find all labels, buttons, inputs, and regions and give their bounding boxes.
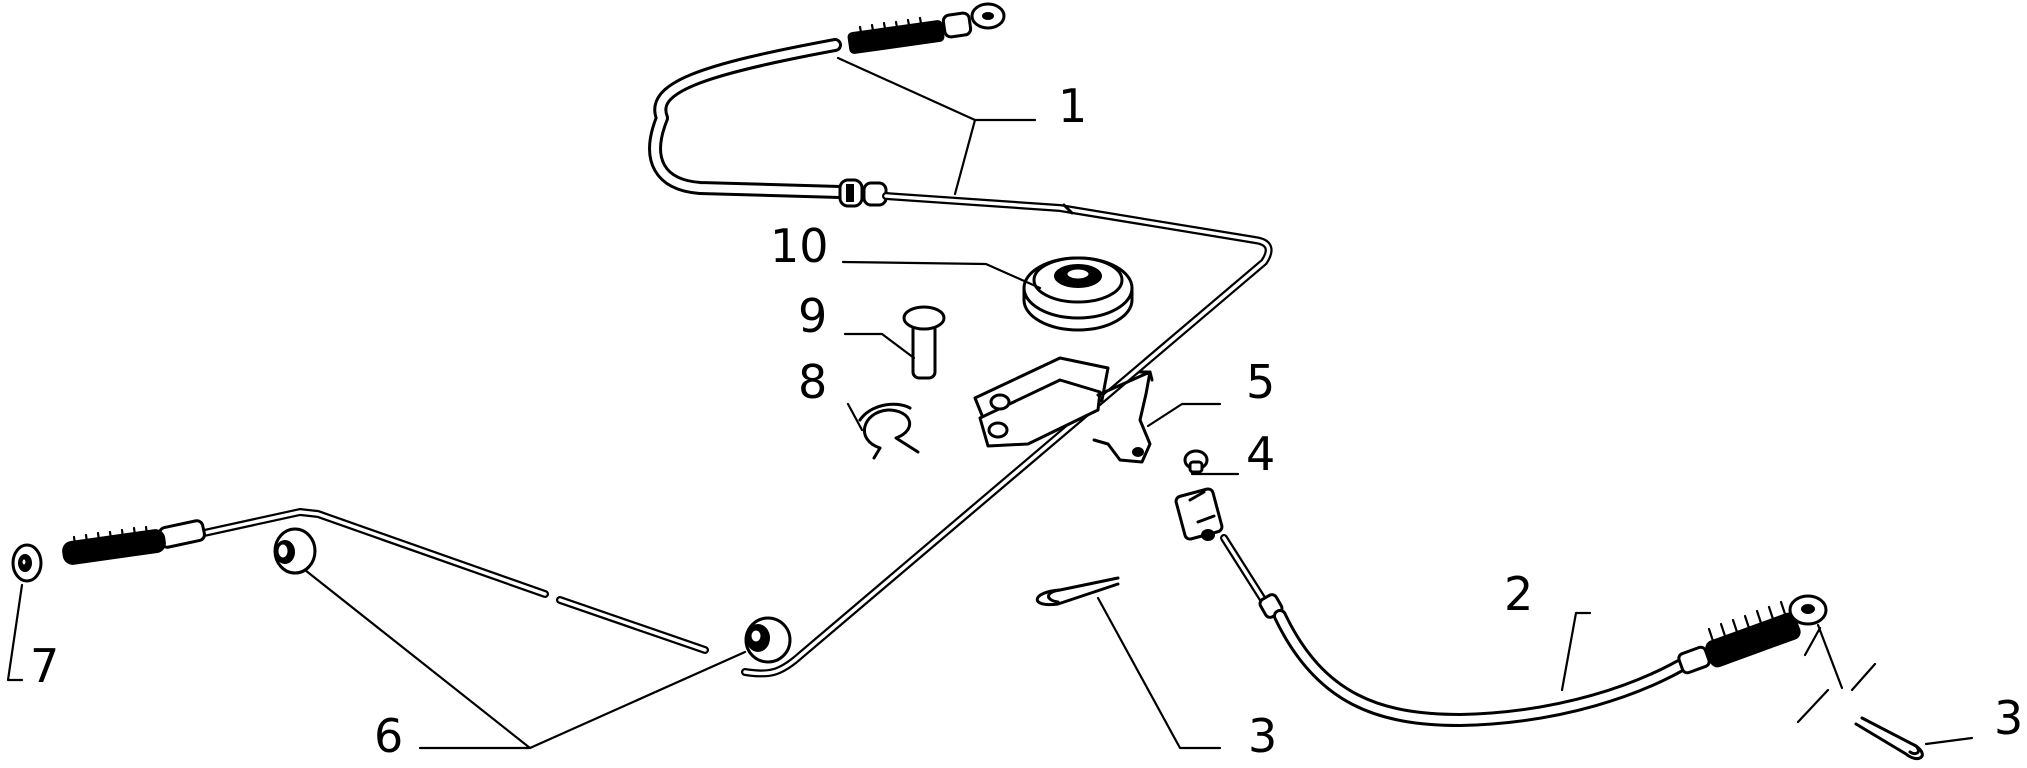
- bushing-6-left: [273, 527, 317, 575]
- label-6: 6: [374, 709, 403, 763]
- label-3b: 3: [1994, 691, 2023, 745]
- pulley-10: [1022, 256, 1134, 332]
- bushing-6-right: [744, 616, 792, 664]
- left-rod-threaded-end: [62, 525, 166, 565]
- label-1: 1: [1058, 79, 1087, 133]
- label-4: 4: [1246, 427, 1275, 481]
- cable-1-threaded-end: [847, 2, 1006, 54]
- cable-1-ferrule: [838, 178, 888, 208]
- cable-2: [1174, 487, 1828, 727]
- cap-4: [1183, 449, 1209, 474]
- label-5: 5: [1246, 355, 1275, 409]
- cable-2-threaded-end: [1677, 594, 1828, 675]
- cotter-pin-3b: [1854, 716, 1924, 760]
- cotter-pin-3a: [1035, 576, 1120, 607]
- label-7: 7: [30, 639, 59, 693]
- label-2: 2: [1504, 567, 1533, 621]
- spring-clip-8: [858, 402, 920, 460]
- part-labels: 1 2 3 3 4 5 6 7 8 9 10: [30, 79, 2023, 763]
- label-8: 8: [798, 355, 827, 409]
- left-rod-assembly: [11, 508, 792, 664]
- label-9: 9: [798, 289, 827, 343]
- bracket-5: [973, 356, 1154, 464]
- label-3a: 3: [1248, 709, 1277, 763]
- leader-lines: [6, 56, 1974, 750]
- nut-7: [11, 543, 43, 583]
- pin-9: [902, 305, 946, 380]
- label-10: 10: [770, 219, 829, 273]
- cable-1: [648, 2, 1273, 678]
- cable-2-yoke: [1174, 487, 1224, 541]
